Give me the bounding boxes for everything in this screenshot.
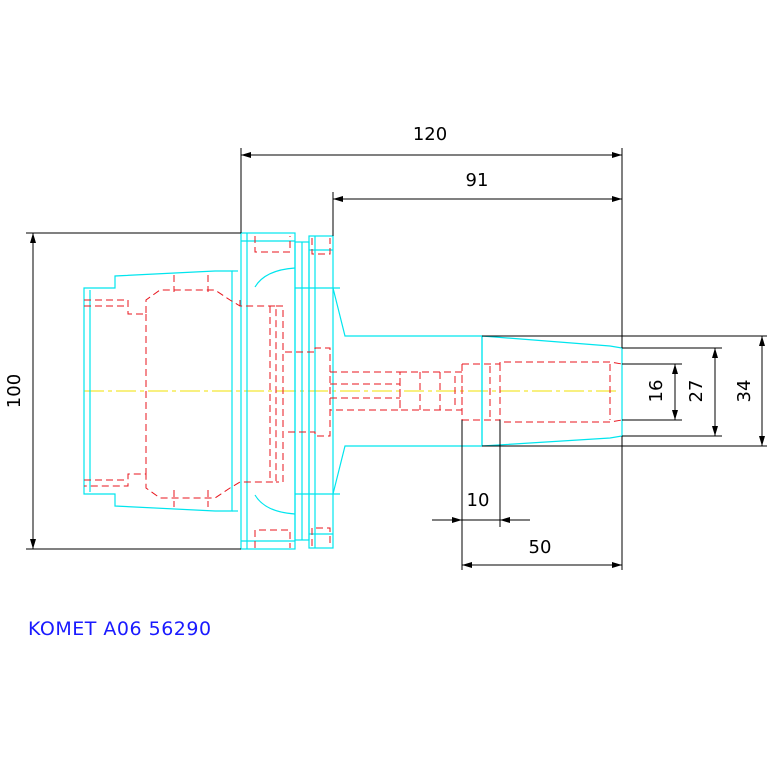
dim-dia-large: 34 [734, 380, 755, 403]
dim-step-length: 10 [467, 490, 490, 511]
dim-total-length: 120 [413, 124, 447, 145]
part-outline [83, 232, 623, 550]
hidden-lines [84, 236, 623, 548]
drawing-title: KOMET A06 56290 [28, 618, 212, 640]
dim-dia-small: 16 [646, 380, 667, 403]
dimension-lines [26, 148, 767, 570]
dim-dia-mid: 27 [686, 380, 707, 403]
dim-flange-diameter: 100 [4, 374, 25, 408]
dim-shank-to-face: 91 [466, 170, 489, 191]
dim-nose-length: 50 [529, 537, 552, 558]
